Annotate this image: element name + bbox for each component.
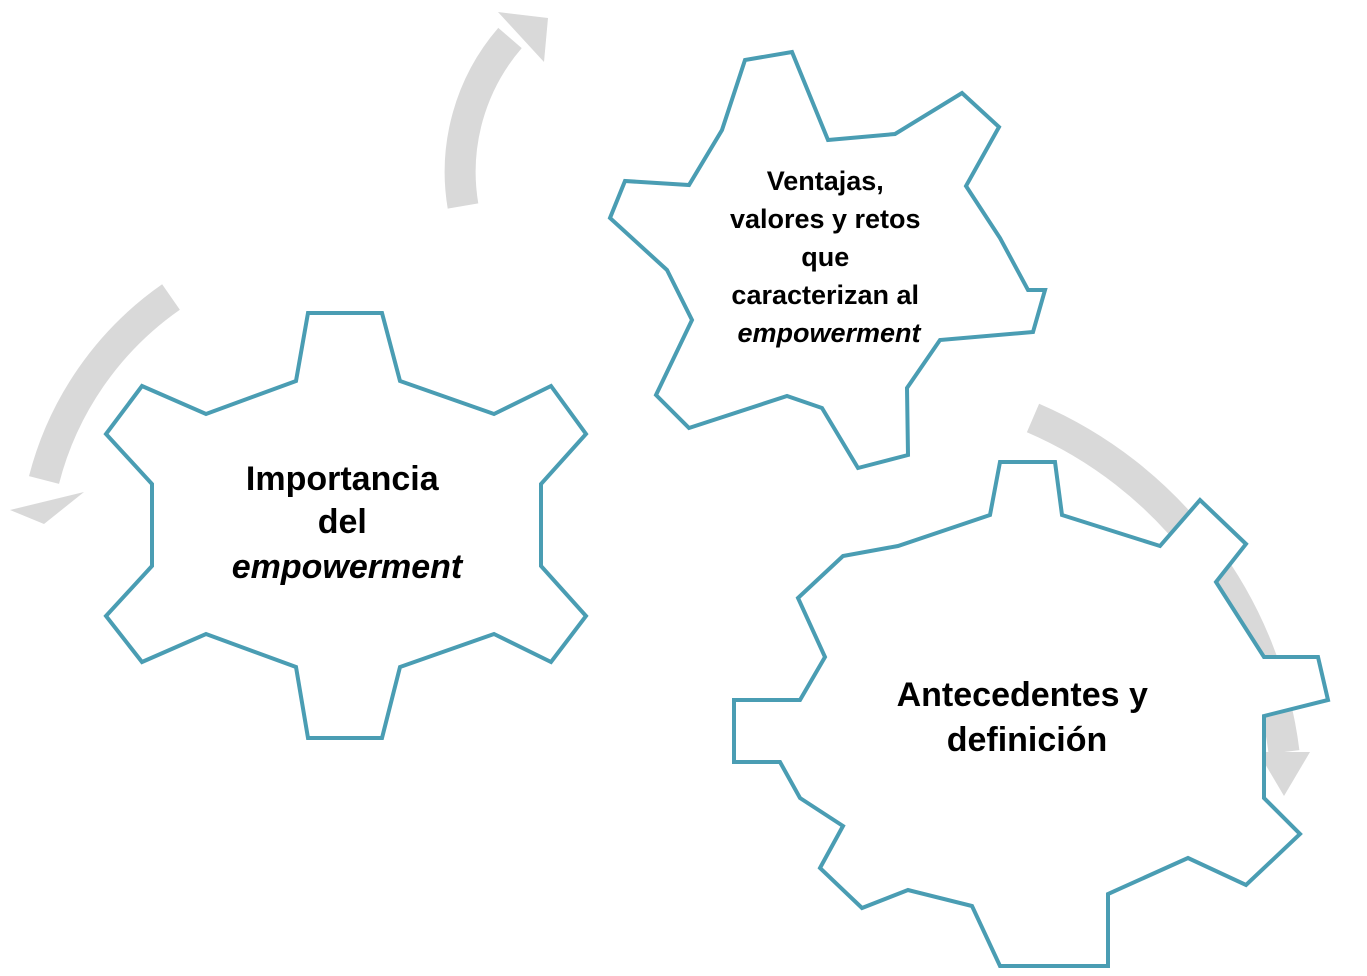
gear-ventajas-line-5: empowerment (737, 318, 921, 348)
gear-antecedentes: Antecedentes y definición (732, 460, 1331, 968)
gear-ventajas-line-1: Ventajas, (767, 166, 884, 196)
gear-ventajas-label: Ventajas, valores y retos que caracteriz… (730, 166, 928, 348)
gear-ventajas-line-4: caracterizan al (731, 280, 919, 310)
gear-antecedentes-line-2: definición (947, 721, 1108, 759)
gear-importancia-line-2: del (318, 503, 367, 541)
gear-antecedentes-line-1: Antecedentes y (897, 676, 1148, 714)
gear-ventajas-outline (607, 49, 1048, 471)
gear-ventajas-line-2: valores y retos (730, 204, 921, 234)
gear-importancia-label: Importancia del empowerment (232, 460, 464, 586)
gear-importancia-outline (103, 311, 589, 740)
arrow-left (10, 284, 180, 524)
gear-ventajas: Ventajas, valores y retos que caracteriz… (607, 49, 1048, 471)
gear-antecedentes-label: Antecedentes y definición (897, 676, 1158, 759)
gear-importancia-line-3: empowerment (232, 548, 464, 586)
gear-importancia-line-1: Importancia (246, 460, 440, 498)
arrow-top (444, 12, 548, 209)
gear-antecedentes-outline (732, 460, 1331, 968)
gear-importancia: Importancia del empowerment (103, 311, 589, 740)
gear-ventajas-line-3: que (801, 242, 849, 272)
